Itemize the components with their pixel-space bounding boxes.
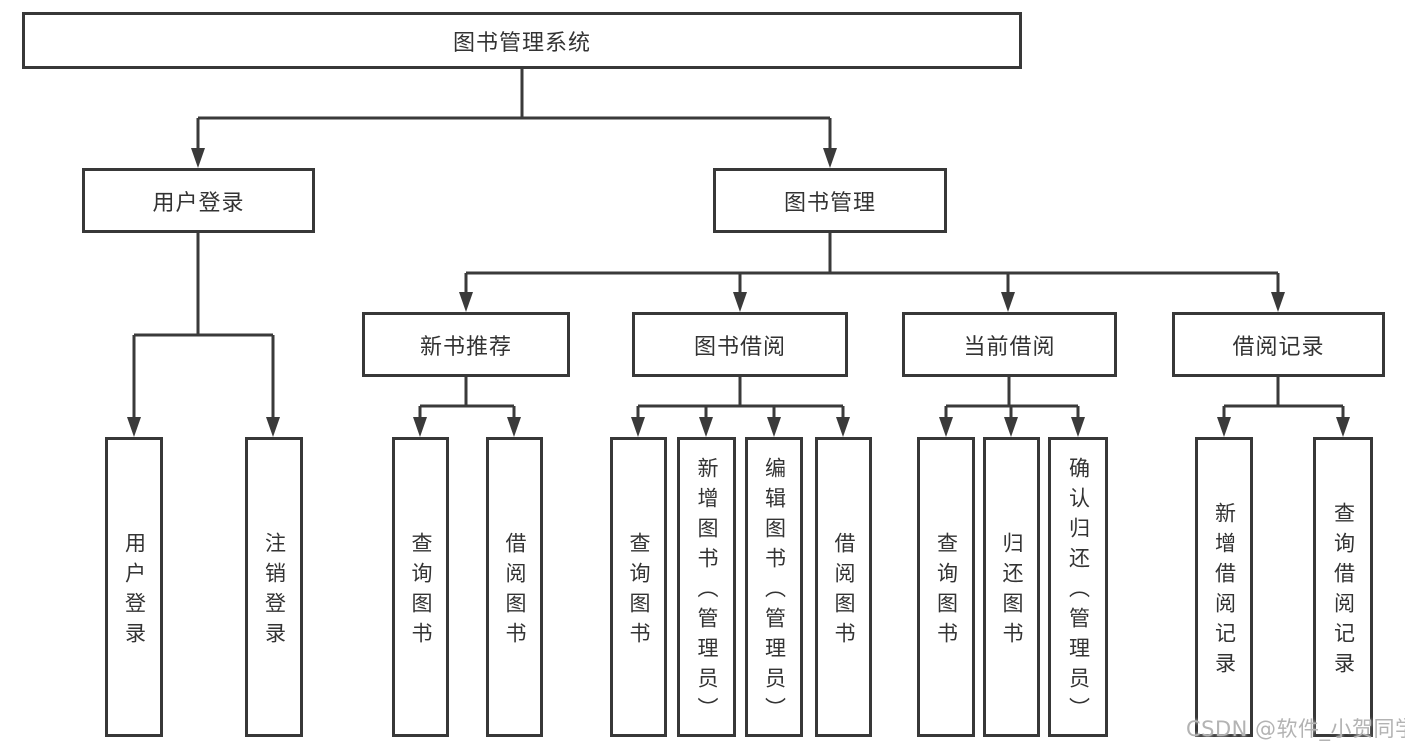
node-leaf-bb-add: 新增图书（管理员）: [677, 437, 736, 737]
node-leaf-logout: 注销登录: [245, 437, 303, 737]
node-current-borrow: 当前借阅: [902, 312, 1117, 377]
node-leaf-cb-return: 归还图书: [983, 437, 1040, 737]
arrow-icon: [507, 417, 521, 437]
arrow-icon: [413, 417, 427, 437]
node-book-mgmt: 图书管理: [713, 168, 947, 233]
arrow-icon: [459, 292, 473, 312]
arrow-icon: [767, 417, 781, 437]
connector-new-book-rec: [418, 377, 516, 422]
node-user-login: 用户登录: [82, 168, 315, 233]
arrow-icon: [631, 417, 645, 437]
arrow-icon: [1217, 417, 1231, 437]
node-leaf-rec-borrow: 借阅图书: [486, 437, 543, 737]
node-leaf-bb-query: 查询图书: [610, 437, 667, 737]
connector-user-login: [132, 232, 275, 422]
node-new-book-rec: 新书推荐: [362, 312, 570, 377]
connector-book-borrow: [636, 377, 845, 422]
arrow-icon: [127, 417, 141, 437]
arrow-icon: [266, 417, 280, 437]
arrow-icon: [1001, 292, 1015, 312]
arrow-icon: [836, 417, 850, 437]
node-leaf-cb-query: 查询图书: [917, 437, 975, 737]
arrow-icon: [699, 417, 713, 437]
arrow-icon: [1071, 417, 1085, 437]
node-leaf-br-query: 查询借阅记录: [1313, 437, 1373, 737]
connector-current-borrow: [944, 377, 1080, 422]
arrow-icon: [823, 148, 837, 168]
arrow-icon: [1271, 292, 1285, 312]
node-book-borrow: 图书借阅: [632, 312, 848, 377]
arrow-icon: [1336, 417, 1350, 437]
arrow-icon: [191, 148, 205, 168]
node-root: 图书管理系统: [22, 12, 1022, 69]
arrowheads: [127, 148, 1350, 437]
node-leaf-br-add: 新增借阅记录: [1195, 437, 1253, 737]
node-leaf-cb-confirm: 确认归还（管理员）: [1048, 437, 1108, 737]
node-leaf-bb-borrow: 借阅图书: [815, 437, 872, 737]
connector-root: [196, 68, 832, 153]
csdn-watermark: CSDN @软件_小贺同学: [1186, 717, 1405, 741]
connector-borrow-records: [1222, 377, 1345, 422]
arrow-icon: [733, 292, 747, 312]
node-borrow-records: 借阅记录: [1172, 312, 1385, 377]
node-leaf-bb-edit: 编辑图书（管理员）: [745, 437, 803, 737]
node-leaf-rec-query: 查询图书: [392, 437, 449, 737]
arrow-icon: [939, 417, 953, 437]
node-leaf-user-login: 用户登录: [105, 437, 163, 737]
connector-book-mgmt: [464, 233, 1280, 297]
arrow-icon: [1004, 417, 1018, 437]
